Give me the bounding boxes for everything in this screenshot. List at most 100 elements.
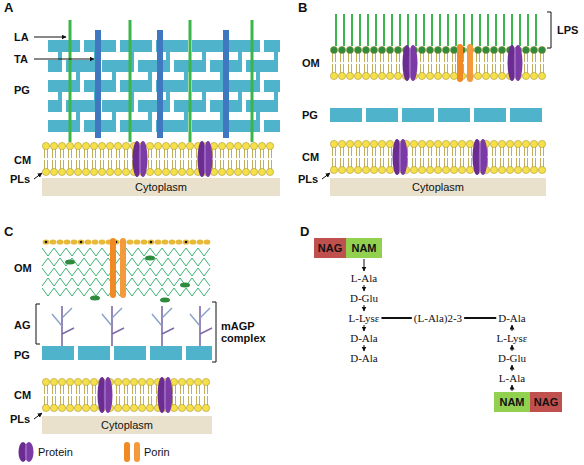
teichoic-acid xyxy=(95,30,101,138)
membrane-protein xyxy=(98,377,113,413)
membrane-protein xyxy=(198,141,213,177)
panel-letter: B xyxy=(298,2,307,14)
panel-letter: C xyxy=(4,226,13,238)
layer-label: PLs xyxy=(10,413,30,425)
lipoteichoic-acid xyxy=(251,20,254,142)
lipid-bilayer xyxy=(42,142,273,175)
lps-chain xyxy=(391,14,393,46)
cytoplasm-band: Cytoplasm xyxy=(330,178,546,196)
porin-channel xyxy=(124,442,140,462)
legend-text: Porin xyxy=(144,446,170,458)
leader-arrow xyxy=(364,305,365,311)
lps-chain xyxy=(455,14,457,46)
lps-chain xyxy=(439,14,441,46)
amino-acid: L-Lysε xyxy=(497,332,528,344)
membrane-protein xyxy=(473,139,488,175)
node-text: NAM xyxy=(499,396,524,408)
membrane-protein xyxy=(508,45,523,81)
lps-chain xyxy=(527,14,529,46)
node-text: NAG xyxy=(534,396,558,408)
panel-letter: D xyxy=(300,226,309,238)
lps-chain xyxy=(399,14,401,46)
nag-sugar-box: NAG xyxy=(314,238,346,258)
lps-chain xyxy=(479,14,481,46)
teichoic-acid xyxy=(157,30,163,138)
membrane-protein xyxy=(403,45,418,81)
layer-label: PG xyxy=(302,109,318,121)
lps-chain xyxy=(423,14,425,46)
cytoplasm-band: Cytoplasm xyxy=(42,416,212,434)
arabinogalactan xyxy=(52,306,212,346)
layer-label: CM xyxy=(14,154,31,166)
layer-label: OM xyxy=(14,262,32,274)
lps-chain xyxy=(367,14,369,46)
node-text: NAM xyxy=(351,242,376,254)
membrane-protein xyxy=(393,139,408,175)
lps-chain xyxy=(375,14,377,46)
leader-arrow xyxy=(364,259,365,271)
lps-chain xyxy=(471,14,473,46)
node-text: Cytoplasm xyxy=(412,181,464,193)
peptide-bond xyxy=(381,317,411,319)
bracket xyxy=(36,304,40,344)
layer-label: mAGP complex xyxy=(221,320,283,344)
lps-chain xyxy=(447,14,449,46)
leader-arrow xyxy=(512,325,513,331)
illustration xyxy=(19,12,552,462)
layer-label: LA xyxy=(14,31,29,43)
lps-chain xyxy=(463,14,465,46)
lps-chain xyxy=(359,14,361,46)
lps-chain xyxy=(495,14,497,46)
lps-chain xyxy=(503,14,505,46)
peptide-bond xyxy=(464,317,496,319)
lps-chain xyxy=(535,14,537,46)
lipoteichoic-acid xyxy=(69,20,72,142)
amino-acid: D-Ala xyxy=(498,312,526,324)
leader-arrow xyxy=(364,325,365,331)
amino-acid: L-Ala xyxy=(499,372,525,384)
interpeptide-bridge: (L-Ala)2-3 xyxy=(414,312,462,324)
nag-sugar-box: NAG xyxy=(530,392,562,412)
leader-arrow xyxy=(322,173,330,179)
peptidoglycan-layer xyxy=(330,108,542,122)
panel-letter: A xyxy=(4,2,13,14)
node-text: NAG xyxy=(318,242,342,254)
layer-label: OM xyxy=(302,57,320,69)
layer-label: CM xyxy=(302,151,319,163)
layer-label: LPS xyxy=(557,24,578,36)
amino-acid: L-Lysε xyxy=(349,312,380,324)
legend-text: Protein xyxy=(38,446,73,458)
lps-chain xyxy=(519,14,521,46)
lipoteichoic-acid xyxy=(129,20,132,142)
amino-acid: D-Glu xyxy=(498,352,526,364)
mycolic-outer-membrane xyxy=(42,239,210,302)
membrane-protein xyxy=(19,442,34,462)
nam-sugar-box: NAM xyxy=(346,238,382,258)
layer-label: PLs xyxy=(298,173,318,185)
leader-arrow xyxy=(512,365,513,371)
lps-chain xyxy=(383,14,385,46)
layer-label: AG xyxy=(14,319,31,331)
lipid-bilayer xyxy=(330,140,545,173)
amino-acid: D-Glu xyxy=(350,292,378,304)
amino-acid: D-Ala xyxy=(350,352,378,364)
layer-label: PG xyxy=(14,84,30,96)
teichoic-acid xyxy=(223,30,229,138)
lps-chain xyxy=(415,14,417,46)
leader-arrow xyxy=(34,59,94,60)
lipid-bilayer xyxy=(42,378,209,411)
membrane-protein xyxy=(158,377,173,413)
leader-arrow xyxy=(512,345,513,351)
lipoteichoic-acid xyxy=(189,20,192,142)
lps-chain xyxy=(335,14,337,46)
lps-chain xyxy=(343,14,345,46)
peptidoglycan-layer xyxy=(48,40,280,132)
porin-channel xyxy=(110,238,126,298)
leader-arrow xyxy=(512,385,513,391)
leader-arrow xyxy=(34,37,66,38)
layer-label: PLs xyxy=(10,173,30,185)
peptidoglycan-layer xyxy=(42,346,212,360)
bracket xyxy=(212,302,216,362)
lps-chain xyxy=(487,14,489,46)
